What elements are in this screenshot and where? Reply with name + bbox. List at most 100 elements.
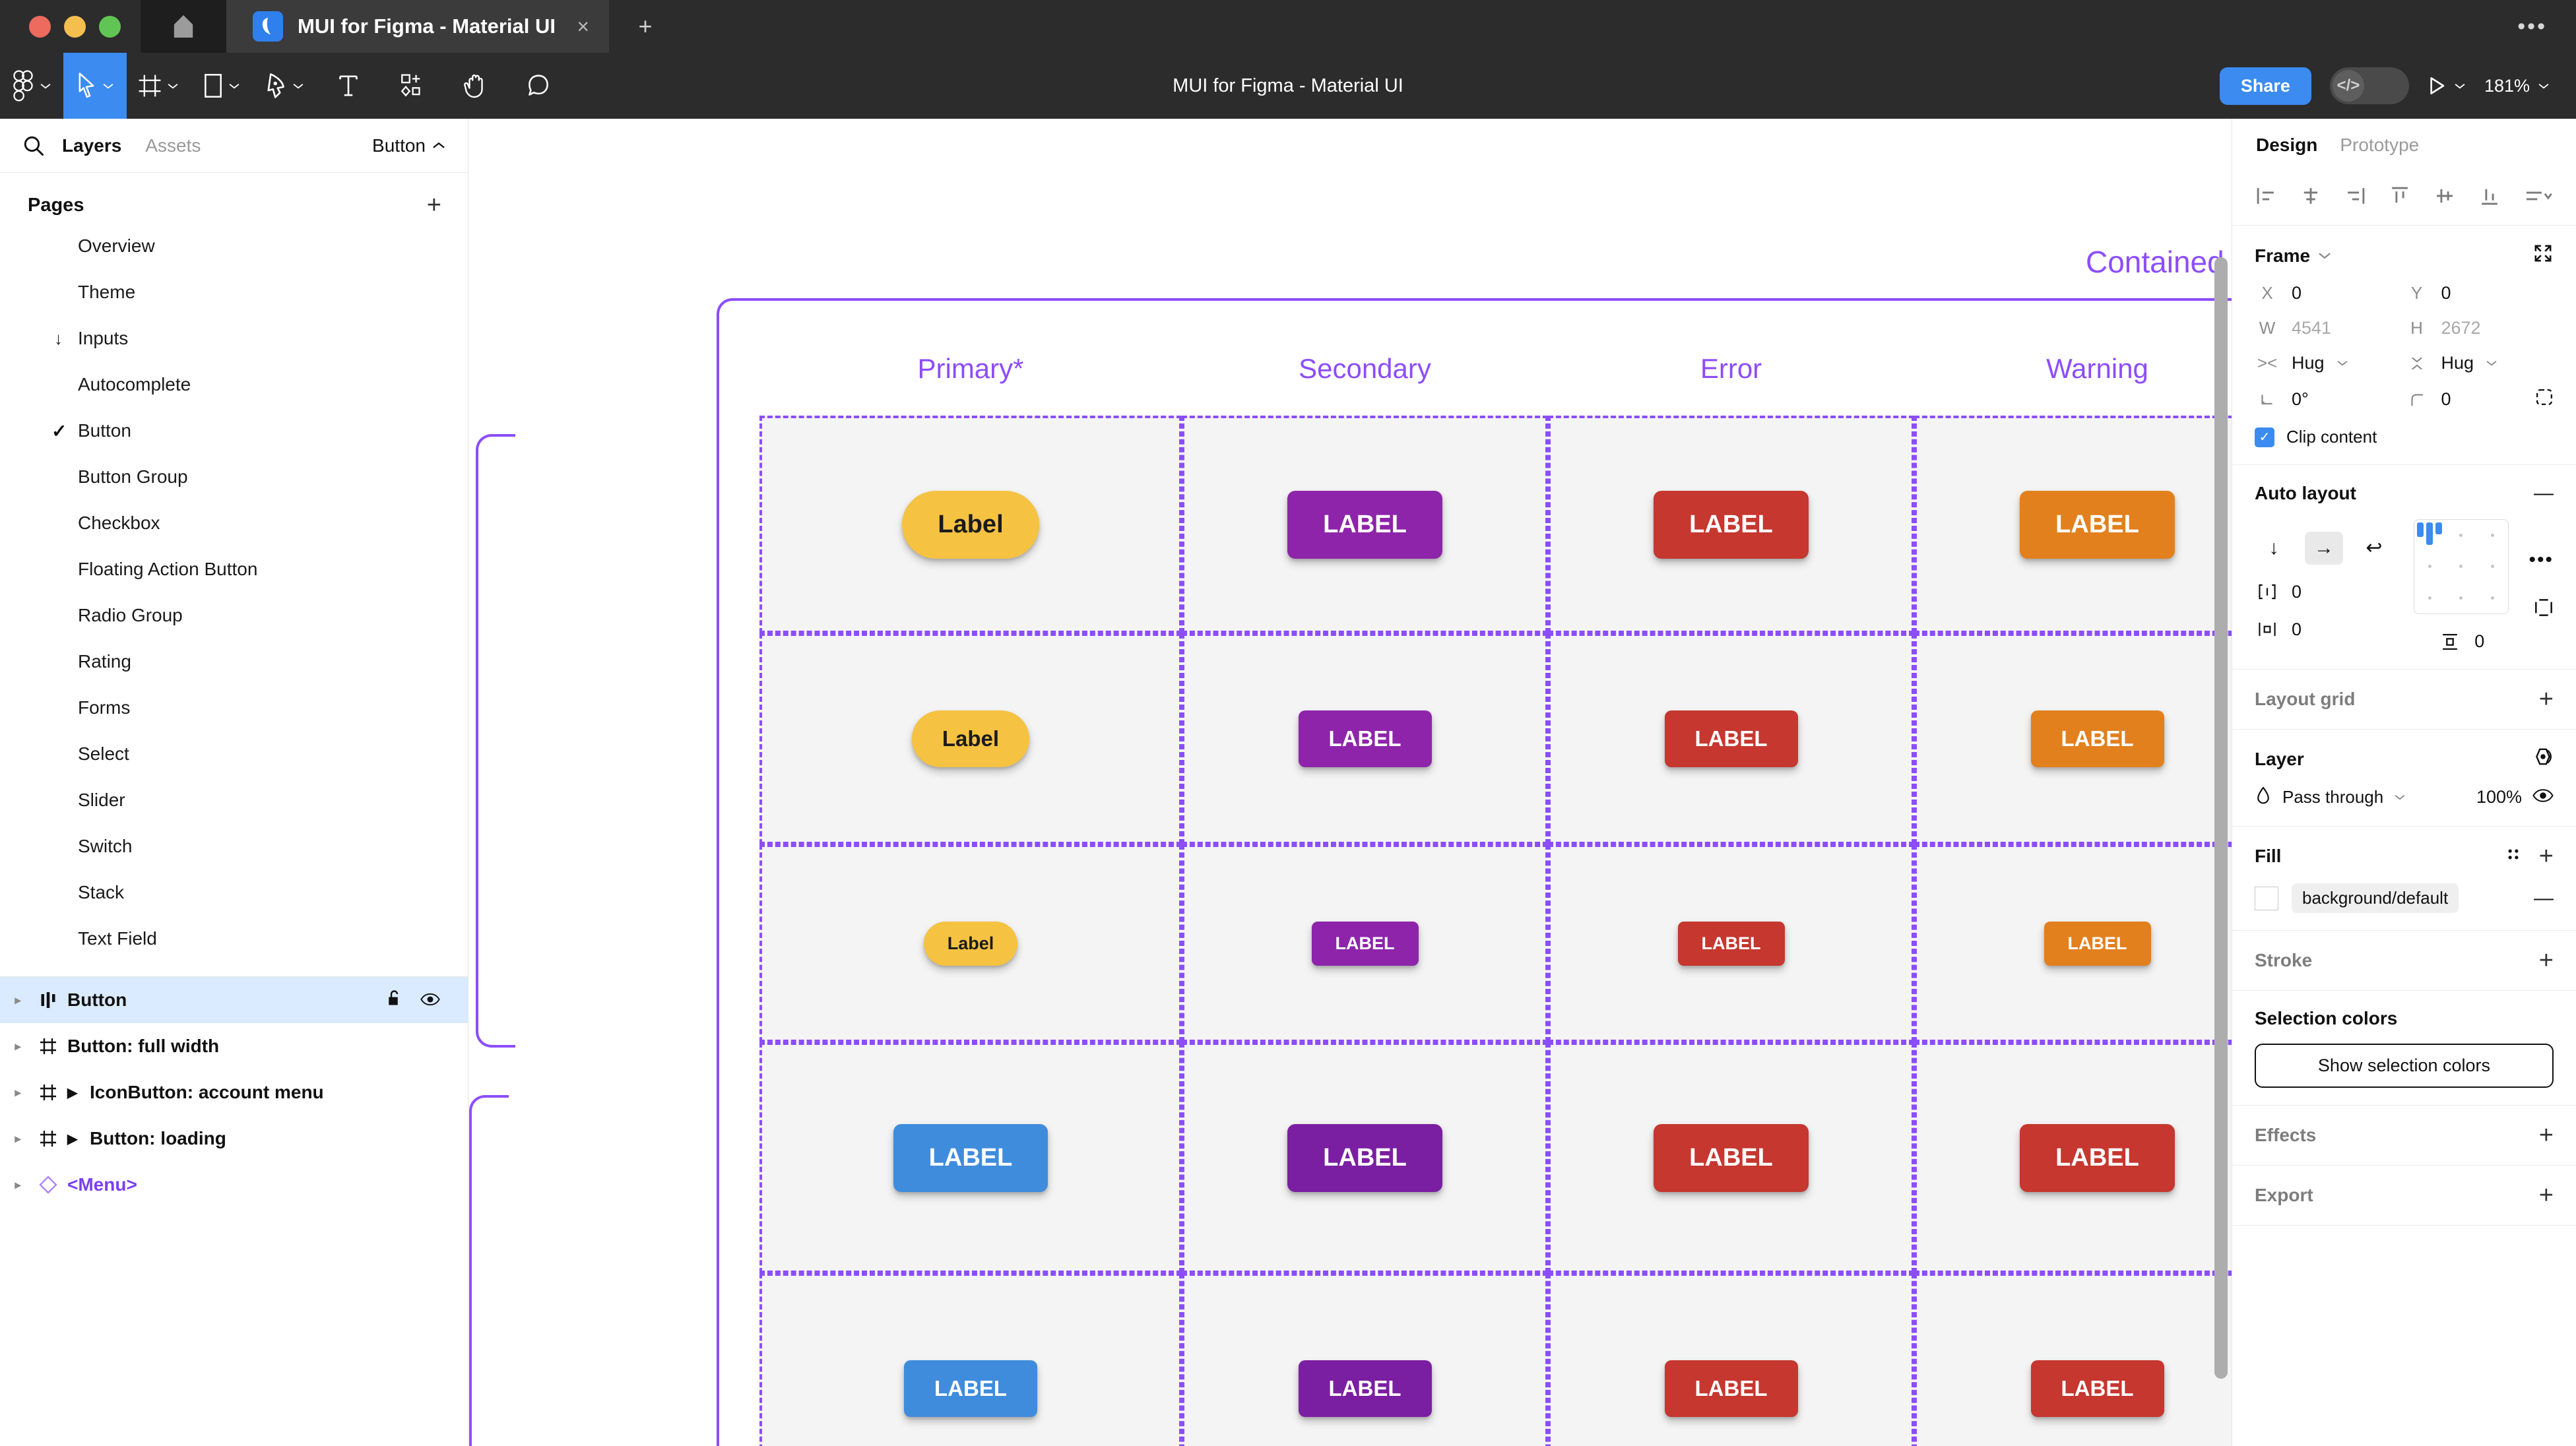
- tab-layers[interactable]: Layers: [62, 135, 122, 156]
- corner-radius-field[interactable]: 0: [2404, 388, 2554, 411]
- layer-row[interactable]: ▸Button: [0, 977, 468, 1023]
- new-tab-button[interactable]: +: [638, 13, 653, 40]
- expand-disclosure-icon[interactable]: ▸: [15, 1039, 21, 1053]
- material-button[interactable]: Label: [911, 710, 1030, 767]
- page-item-radio-group[interactable]: Radio Group: [0, 592, 468, 639]
- align-left-icon[interactable]: [2255, 185, 2277, 212]
- material-button[interactable]: LABEL: [1311, 921, 1419, 966]
- expand-disclosure-icon[interactable]: ▸: [15, 1085, 21, 1099]
- vertical-padding-field[interactable]: 0: [2437, 631, 2484, 652]
- fill-style-name[interactable]: background/default: [2292, 883, 2459, 913]
- material-button[interactable]: Label: [923, 921, 1018, 966]
- canvas-vertical-scrollbar[interactable]: [2214, 257, 2228, 1379]
- align-vertical-center-icon[interactable]: [2433, 185, 2456, 212]
- rotation-field[interactable]: 0°: [2255, 388, 2404, 411]
- page-item-button-group[interactable]: Button Group: [0, 454, 468, 500]
- distribute-icon[interactable]: [2523, 185, 2554, 212]
- layer-styles-icon[interactable]: [2532, 747, 2554, 771]
- align-top-icon[interactable]: [2389, 185, 2411, 212]
- direction-horizontal-button[interactable]: →: [2305, 531, 2343, 565]
- chevron-down-icon[interactable]: [2336, 360, 2348, 367]
- page-item-theme[interactable]: Theme: [0, 269, 468, 315]
- add-fill-button[interactable]: +: [2538, 842, 2554, 870]
- material-button[interactable]: LABEL: [2030, 1360, 2164, 1417]
- direction-wrap-button[interactable]: ↩: [2366, 537, 2383, 559]
- independent-corners-icon[interactable]: [2535, 388, 2554, 411]
- chevron-down-icon[interactable]: [2394, 794, 2406, 801]
- clip-content-row[interactable]: ✓ Clip content: [2255, 427, 2554, 447]
- width-field[interactable]: W 4541: [2255, 318, 2404, 338]
- maximize-window-button[interactable]: [99, 15, 121, 38]
- material-button[interactable]: LABEL: [1287, 1123, 1442, 1192]
- add-effect-button[interactable]: +: [2538, 1121, 2554, 1149]
- frame-name-label[interactable]: Contained: [2086, 245, 2224, 279]
- window-overflow-menu-icon[interactable]: •••: [2517, 13, 2547, 39]
- collapse-icon[interactable]: [2532, 243, 2554, 268]
- material-button[interactable]: LABEL: [1664, 710, 1798, 767]
- dev-mode-toggle[interactable]: </>: [2329, 67, 2409, 104]
- expand-disclosure-icon[interactable]: ▸: [15, 1178, 21, 1191]
- move-cursor-icon[interactable]: [63, 53, 127, 119]
- layer-row[interactable]: ▸<Menu>: [0, 1162, 468, 1208]
- add-export-button[interactable]: +: [2538, 1181, 2554, 1209]
- auto-layout-more-button[interactable]: •••: [2528, 549, 2554, 571]
- horizontal-padding-field[interactable]: 0: [2255, 619, 2393, 640]
- material-button[interactable]: LABEL: [893, 1123, 1048, 1192]
- y-field[interactable]: Y 0: [2404, 283, 2554, 303]
- add-stroke-button[interactable]: +: [2538, 947, 2554, 974]
- browser-tab[interactable]: MUI for Figma - Material UI ×: [226, 0, 609, 53]
- material-button[interactable]: LABEL: [2020, 490, 2175, 559]
- gap-field[interactable]: 0: [2255, 582, 2393, 602]
- material-button[interactable]: LABEL: [904, 1360, 1037, 1417]
- close-window-button[interactable]: [29, 15, 51, 38]
- add-layout-grid-button[interactable]: +: [2538, 685, 2554, 713]
- material-button[interactable]: LABEL: [2020, 1123, 2175, 1192]
- tab-prototype[interactable]: Prototype: [2340, 135, 2420, 155]
- align-right-icon[interactable]: [2344, 185, 2367, 212]
- rectangle-icon[interactable]: [190, 53, 253, 119]
- pen-icon[interactable]: [253, 53, 317, 119]
- material-button[interactable]: LABEL: [1654, 1123, 1809, 1192]
- page-item-stack[interactable]: Stack: [0, 869, 468, 916]
- material-button[interactable]: LABEL: [1654, 490, 1809, 559]
- page-item-forms[interactable]: Forms: [0, 685, 468, 731]
- page-item-overview[interactable]: Overview: [0, 223, 468, 269]
- material-button[interactable]: LABEL: [1298, 710, 1432, 767]
- fill-color-swatch[interactable]: [2255, 886, 2278, 910]
- minimize-window-button[interactable]: [64, 15, 86, 38]
- expand-triangle-icon[interactable]: ▶: [67, 1131, 78, 1147]
- style-library-icon[interactable]: [2505, 846, 2522, 867]
- layer-row[interactable]: ▸▶Button: loading: [0, 1116, 468, 1162]
- page-item-button[interactable]: ✓Button: [0, 408, 468, 454]
- page-item-inputs[interactable]: ↓Inputs: [0, 315, 468, 362]
- chevron-down-icon[interactable]: [2318, 251, 2331, 260]
- height-field[interactable]: H 2672: [2404, 318, 2554, 338]
- home-button[interactable]: [141, 0, 226, 53]
- page-item-slider[interactable]: Slider: [0, 777, 468, 823]
- page-item-rating[interactable]: Rating: [0, 639, 468, 685]
- expand-disclosure-icon[interactable]: ▸: [15, 1131, 21, 1145]
- tab-assets[interactable]: Assets: [145, 135, 201, 156]
- add-page-button[interactable]: +: [426, 191, 441, 219]
- page-item-text-field[interactable]: Text Field: [0, 916, 468, 962]
- layer-opacity-value[interactable]: 100%: [2476, 787, 2522, 807]
- vertical-resize-field[interactable]: Hug: [2404, 353, 2554, 373]
- material-button[interactable]: LABEL: [1677, 921, 1785, 966]
- text-icon[interactable]: [317, 53, 380, 119]
- horizontal-resize-field[interactable]: >< Hug: [2255, 353, 2404, 373]
- present-button[interactable]: [2428, 76, 2466, 96]
- direction-vertical-button[interactable]: ↓: [2269, 536, 2279, 559]
- components-icon[interactable]: [380, 53, 443, 119]
- individual-padding-icon[interactable]: [2534, 598, 2554, 622]
- expand-disclosure-icon[interactable]: ▸: [15, 993, 21, 1007]
- page-item-select[interactable]: Select: [0, 731, 468, 777]
- material-button[interactable]: LABEL: [2030, 710, 2164, 767]
- clip-content-checkbox[interactable]: ✓: [2255, 427, 2274, 447]
- page-item-floating-action-button[interactable]: Floating Action Button: [0, 546, 468, 592]
- remove-fill-button[interactable]: —: [2534, 887, 2554, 909]
- tab-design[interactable]: Design: [2256, 135, 2318, 155]
- material-button[interactable]: Label: [902, 490, 1039, 559]
- page-selector[interactable]: Button: [372, 135, 445, 156]
- blend-mode-row[interactable]: Pass through 100%: [2255, 786, 2554, 809]
